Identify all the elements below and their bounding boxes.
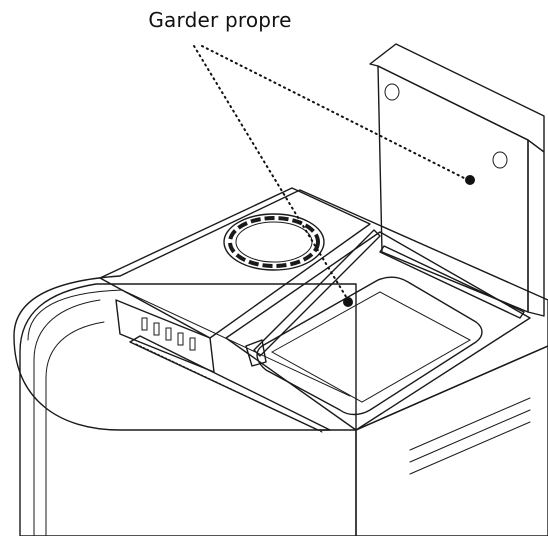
burner-outer-ring <box>223 213 325 271</box>
top-front-edge <box>27 289 351 397</box>
side-vent-slot-3 <box>409 421 531 475</box>
burner-inner-ring <box>235 221 313 263</box>
vent-slot-1 <box>141 317 148 331</box>
lid-vent-slots <box>141 317 196 351</box>
lid-support-strut <box>245 229 381 367</box>
strut-rod <box>253 229 381 357</box>
callout-leaders <box>193 45 475 307</box>
lid-front-face <box>115 299 215 373</box>
top-surface <box>13 189 548 431</box>
stove-right-side <box>355 345 548 537</box>
hopper-inner-wall <box>270 291 472 403</box>
side-vent-slot-1 <box>409 397 531 451</box>
callout-label: Garder propre <box>148 8 292 32</box>
stove-front-trim <box>33 299 101 537</box>
hopper-hinge <box>379 245 525 319</box>
vent-slot-2 <box>153 322 160 336</box>
stove-front-body <box>19 283 357 537</box>
vent-slot-5 <box>189 337 196 351</box>
leader-to-lid <box>201 45 469 181</box>
hopper-opening <box>256 276 483 416</box>
front-grille-hatch <box>135 343 323 433</box>
target-dot-lid <box>465 175 475 185</box>
vent-slot-4 <box>177 332 184 346</box>
lid-side-flange <box>527 139 545 317</box>
top-lid-panel <box>99 187 371 339</box>
side-vent-slot-2 <box>409 409 531 463</box>
leader-to-hopper <box>193 45 349 301</box>
burner-ring <box>223 213 325 271</box>
lid-rivet-1 <box>384 83 400 101</box>
vent-slot-3 <box>165 327 172 341</box>
target-dot-hopper <box>343 297 353 307</box>
lid-rivet-2 <box>492 151 508 169</box>
burner-segment-ring <box>228 216 320 268</box>
stove-front-panel-inner <box>45 321 105 537</box>
strut-bracket <box>245 339 267 367</box>
open-lid <box>369 43 545 317</box>
